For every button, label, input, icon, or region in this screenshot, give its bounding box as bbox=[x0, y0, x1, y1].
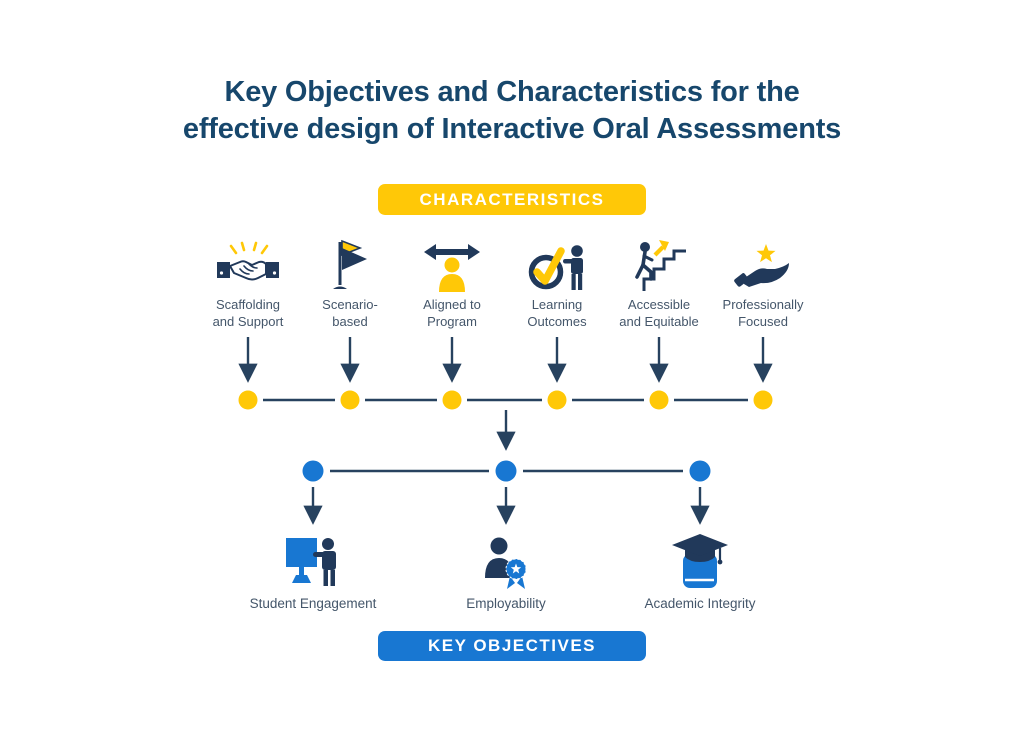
characteristic-node-dots bbox=[238, 390, 773, 410]
stairs-person-icon bbox=[630, 236, 688, 292]
hand-star-icon bbox=[734, 236, 792, 292]
characteristic-label: Scaffolding and Support bbox=[212, 297, 284, 329]
objective-node-dots bbox=[302, 460, 711, 482]
objective-label: Academic Integrity bbox=[644, 596, 756, 611]
presentation-board-icon bbox=[282, 530, 344, 590]
characteristic-accessible: Accessible and Equitable bbox=[603, 236, 715, 330]
page-title-line1: Key Objectives and Characteristics for t… bbox=[224, 76, 800, 108]
characteristic-scenario-based: Scenario- based bbox=[294, 236, 406, 330]
objective-label: Student Engagement bbox=[249, 596, 377, 611]
objective-label: Employability bbox=[466, 596, 546, 611]
characteristic-aligned: Aligned to Program bbox=[396, 236, 508, 330]
check-circle-person-icon bbox=[526, 236, 588, 292]
characteristic-label: Learning Outcomes bbox=[527, 297, 587, 329]
page-title: Key Objectives and Characteristics for t… bbox=[0, 74, 1024, 148]
characteristics-banner: CHARACTERISTICS bbox=[378, 184, 646, 215]
characteristic-label: Aligned to Program bbox=[423, 297, 481, 329]
handshake-icon bbox=[216, 236, 280, 292]
person-double-arrow-icon bbox=[423, 236, 481, 292]
key-objectives-banner: KEY OBJECTIVES bbox=[378, 631, 646, 661]
graduation-book-icon bbox=[669, 530, 731, 590]
flags-icon bbox=[330, 236, 370, 292]
award-ribbon-person-icon bbox=[479, 530, 533, 590]
characteristic-scaffolding: Scaffolding and Support bbox=[192, 236, 304, 330]
characteristic-label: Professionally Focused bbox=[722, 297, 804, 329]
characteristic-label: Scenario- based bbox=[322, 297, 378, 329]
objective-student-engagement: Student Engagement bbox=[228, 530, 398, 612]
page-title-line2: effective design of Interactive Oral Ass… bbox=[182, 113, 842, 145]
objective-employability: Employability bbox=[421, 530, 591, 612]
objective-academic-integrity: Academic Integrity bbox=[615, 530, 785, 612]
characteristic-label: Accessible and Equitable bbox=[619, 297, 699, 329]
characteristic-learning-outcomes: Learning Outcomes bbox=[501, 236, 613, 330]
characteristic-professionally-focused: Professionally Focused bbox=[707, 236, 819, 330]
